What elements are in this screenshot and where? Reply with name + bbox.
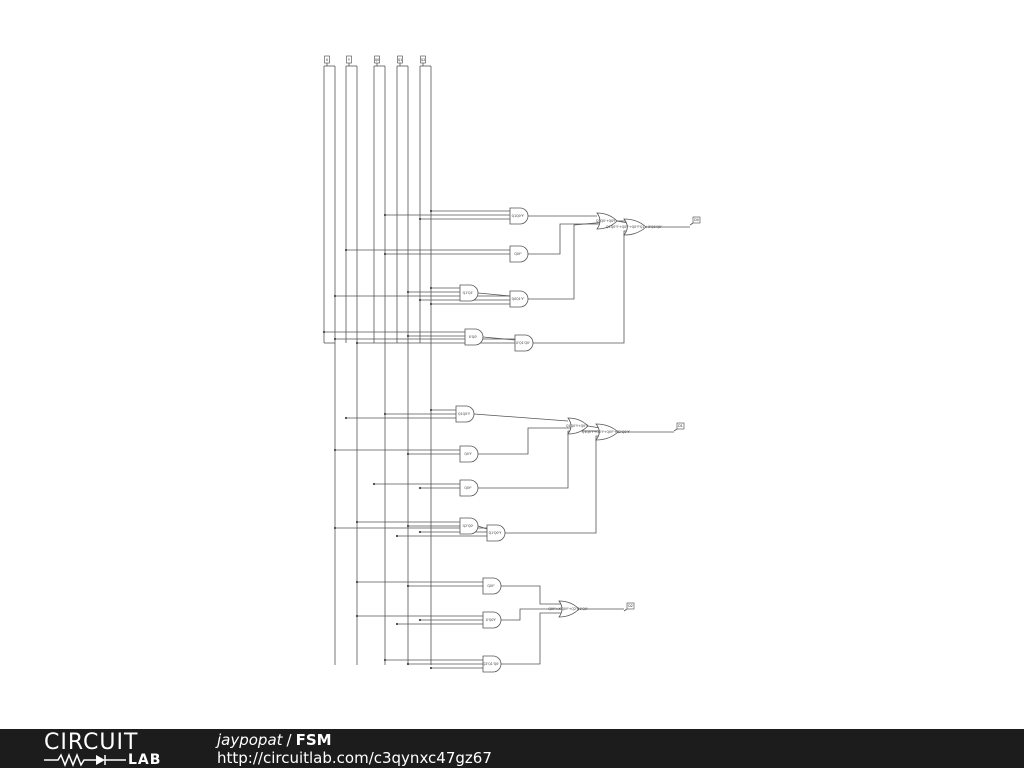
logo-resistor-diode-icon bbox=[44, 753, 126, 767]
gate-label: Q0Y' bbox=[464, 486, 471, 490]
output-port-d0[interactable]: D0 bbox=[689, 216, 701, 226]
and-gate-g2[interactable]: Q0Y' bbox=[509, 245, 529, 263]
gate-label: Q1Q0'Y'+Q0Y'+Q0'Y'Q1'+X'Q1'Q0' bbox=[606, 225, 662, 229]
output-port-d1[interactable]: D1 bbox=[673, 422, 685, 432]
circuit-url[interactable]: http://circuitlab.com/c3qynxc47gz67 bbox=[217, 749, 492, 767]
or-gate-g8[interactable]: Q1Q0'Y'+Q0Y'+Q0'Y'Q1'+X'Q1'Q0' bbox=[606, 218, 662, 236]
and-gate-g10[interactable]: Q0'Y bbox=[459, 445, 479, 463]
circuit-name: FSM bbox=[295, 731, 332, 749]
and-gate-g3[interactable]: Q1'Q1' bbox=[459, 284, 479, 302]
logo-top-text: CIRCUIT bbox=[44, 730, 139, 755]
gate-label: Q2'Q0' bbox=[463, 524, 474, 528]
or-gate-g7[interactable]: Q1Q0'+Q0Y' bbox=[596, 212, 618, 230]
and-gate-g6[interactable]: X'Q1'Q0' bbox=[514, 334, 534, 352]
gate-label: Q1Q0'Y+Q0'Y bbox=[566, 424, 588, 428]
footer-bar: CIRCUIT LAB jaypopat/FSM http://circuitl… bbox=[0, 729, 1024, 768]
gate-label: Q1Q0'Y bbox=[458, 412, 470, 416]
and-gate-g17[interactable]: X'Q0Y' bbox=[482, 611, 502, 629]
gate-label: Q1Q0'+Q0Y' bbox=[596, 219, 616, 223]
and-gate-g9[interactable]: Q1Q0'Y bbox=[455, 405, 475, 423]
or-gate-g15[interactable]: Q1Q0'Y+Q0'Y+Q0Y'+Q2'Q0'Y' bbox=[582, 423, 630, 441]
input-port-label: Q0 bbox=[375, 58, 380, 62]
input-bus bbox=[323, 63, 432, 665]
output-port-label: D0 bbox=[694, 218, 698, 222]
gate-label: X'Q0' bbox=[469, 335, 478, 339]
schematic-canvas: Q1Q0'Y'Q0Y'Q1'Q1'Q0Q1'Y'X'Q0'X'Q1'Q0'Q1Q… bbox=[322, 55, 701, 673]
gate-label: Q1'Q1' bbox=[463, 291, 474, 295]
gates: Q1Q0'Y' Q0Y' Q1'Q1' Q0Q1'Y' X'Q0' X'Q1'Q0' Q1Q… bbox=[455, 207, 662, 673]
input-port-label: Y bbox=[348, 58, 350, 62]
circuitlab-logo[interactable]: CIRCUIT LAB bbox=[44, 731, 179, 767]
gate-label: Q0Y'+X'Q0Y'+Q2'Q1'Q0' bbox=[548, 607, 587, 611]
title-separator: / bbox=[286, 731, 292, 749]
or-gate-g14[interactable]: Q1Q0'Y+Q0'Y bbox=[566, 417, 589, 435]
and-gate-g12[interactable]: Q2'Q0' bbox=[459, 517, 479, 535]
output-port-label: D1 bbox=[678, 424, 682, 428]
gate-label: Q1Q0'Y' bbox=[512, 214, 525, 218]
or-gate-g19[interactable]: Q0Y'+X'Q0Y'+Q2'Q1'Q0' bbox=[548, 600, 588, 618]
input-port-q0[interactable]: Q0 bbox=[374, 55, 380, 64]
input-port-x[interactable]: X bbox=[324, 55, 330, 64]
gate-label: Q0Y' bbox=[487, 584, 494, 588]
input-port-q1[interactable]: Q1 bbox=[397, 55, 403, 64]
input-port-label: X bbox=[326, 58, 329, 62]
and-gate-g16[interactable]: Q0Y' bbox=[482, 577, 502, 595]
input-port-q2[interactable]: Q2 bbox=[420, 55, 426, 64]
input-port-label: Q2 bbox=[421, 58, 426, 62]
gate-label: Q1'Q0'Y bbox=[489, 531, 502, 535]
and-gate-g18[interactable]: Q2'Q1'Q0' bbox=[482, 655, 502, 673]
gate-label: Q2'Q1'Q0' bbox=[483, 662, 499, 666]
output-port-d2[interactable]: D2 bbox=[623, 602, 635, 612]
gate-label: X'Q0Y' bbox=[486, 618, 497, 622]
gate-label: X'Q1'Q0' bbox=[516, 341, 530, 345]
and-gate-g5[interactable]: X'Q0' bbox=[464, 328, 484, 346]
gate-label: Q1Q0'Y+Q0'Y+Q0Y'+Q2'Q0'Y' bbox=[582, 430, 630, 434]
output-port-label: D2 bbox=[628, 604, 632, 608]
gate-label: Q0Q1'Y' bbox=[512, 297, 525, 301]
input-port-label: Q1 bbox=[398, 58, 403, 62]
gate-label: Q0Y' bbox=[514, 252, 521, 256]
wiring bbox=[322, 209, 690, 670]
and-gate-g4[interactable]: Q0Q1'Y' bbox=[509, 290, 529, 308]
circuit-title: jaypopat/FSM bbox=[217, 731, 332, 749]
logo-bottom-text: LAB bbox=[128, 752, 162, 768]
and-gate-g11[interactable]: Q0Y' bbox=[459, 479, 479, 497]
author-link[interactable]: jaypopat bbox=[217, 731, 283, 749]
and-gate-g13[interactable]: Q1'Q0'Y bbox=[486, 524, 506, 542]
gate-label: Q0'Y bbox=[464, 452, 471, 456]
input-port-y[interactable]: Y bbox=[346, 55, 352, 64]
and-gate-g1[interactable]: Q1Q0'Y' bbox=[509, 207, 529, 225]
